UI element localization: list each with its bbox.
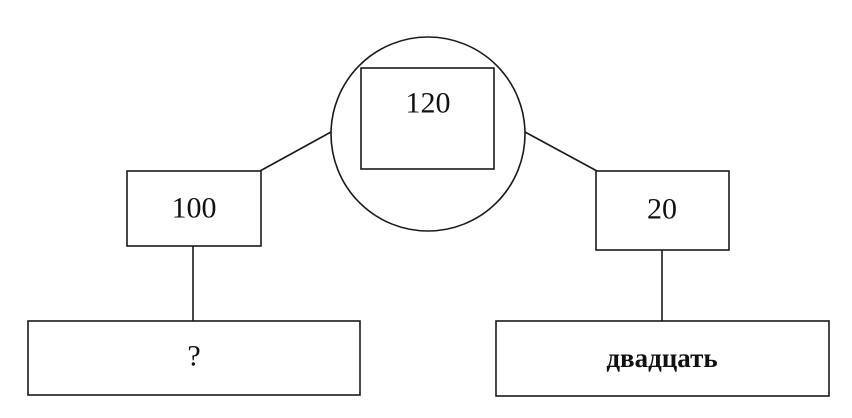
left-node: 100 [126,170,262,247]
left-value: 100 [172,192,217,225]
connector-root-right [524,131,598,172]
right-node: 20 [595,170,730,251]
root-node: 120 [330,36,526,232]
root-value: 120 [406,87,451,120]
left-label: ? [187,340,200,373]
left-value-box [126,170,262,247]
right-value-box [595,170,730,251]
root-value-box [360,67,495,170]
left-label-node: ? [27,320,361,396]
connector-root-left [259,131,332,172]
right-value: 20 [647,193,677,226]
right-label: двадцать [606,343,717,373]
left-label-box [27,320,361,396]
right-label-box [495,320,830,397]
right-label-node: двадцать [495,320,830,397]
